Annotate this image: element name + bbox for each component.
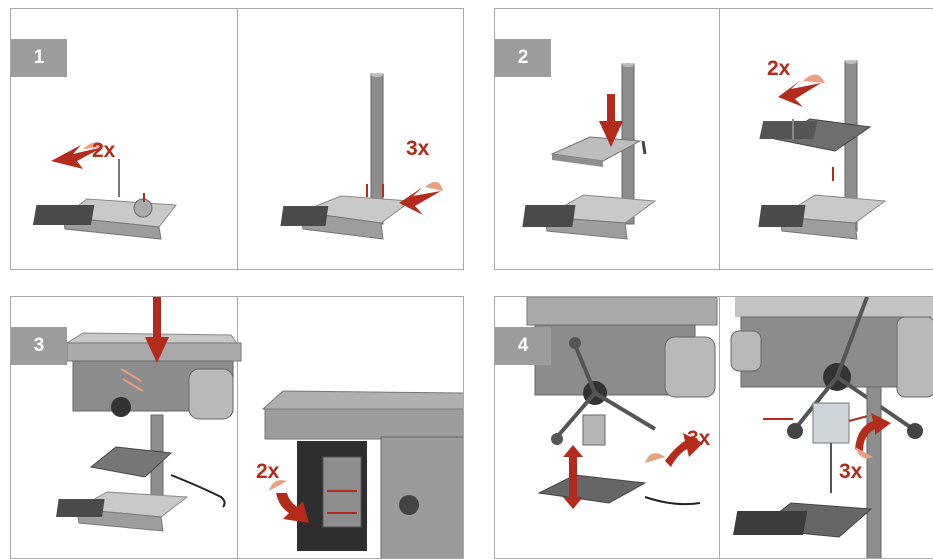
step-4-illustration bbox=[526, 297, 933, 558]
step-number-badge: 4 bbox=[495, 327, 551, 365]
turn-count-label: 3x bbox=[839, 460, 863, 483]
turn-count-label: 2x bbox=[256, 460, 280, 483]
panel-divider bbox=[237, 297, 238, 558]
step-number-badge: 3 bbox=[11, 327, 67, 365]
turn-count-label: 3x bbox=[406, 137, 430, 160]
step-1-illustration bbox=[32, 73, 443, 240]
panel-divider bbox=[719, 9, 720, 269]
panel-divider bbox=[719, 297, 720, 558]
step-number-badge: 2 bbox=[495, 39, 551, 77]
turn-count-label: 2x bbox=[767, 57, 791, 80]
step-1-panel: 1 2x 3x bbox=[10, 8, 464, 270]
step-3-illustration bbox=[56, 297, 463, 558]
step-number-badge: 1 bbox=[11, 39, 67, 77]
step-3-panel: 3 2x bbox=[10, 296, 464, 559]
turn-count-label: 3x bbox=[687, 427, 711, 450]
step-2-panel: 2 2x bbox=[494, 8, 933, 270]
panel-divider bbox=[237, 9, 238, 269]
turn-count-label: 2x bbox=[92, 139, 116, 162]
step-4-panel: 4 3x 3x bbox=[494, 296, 933, 559]
step-2-illustration bbox=[522, 60, 887, 240]
